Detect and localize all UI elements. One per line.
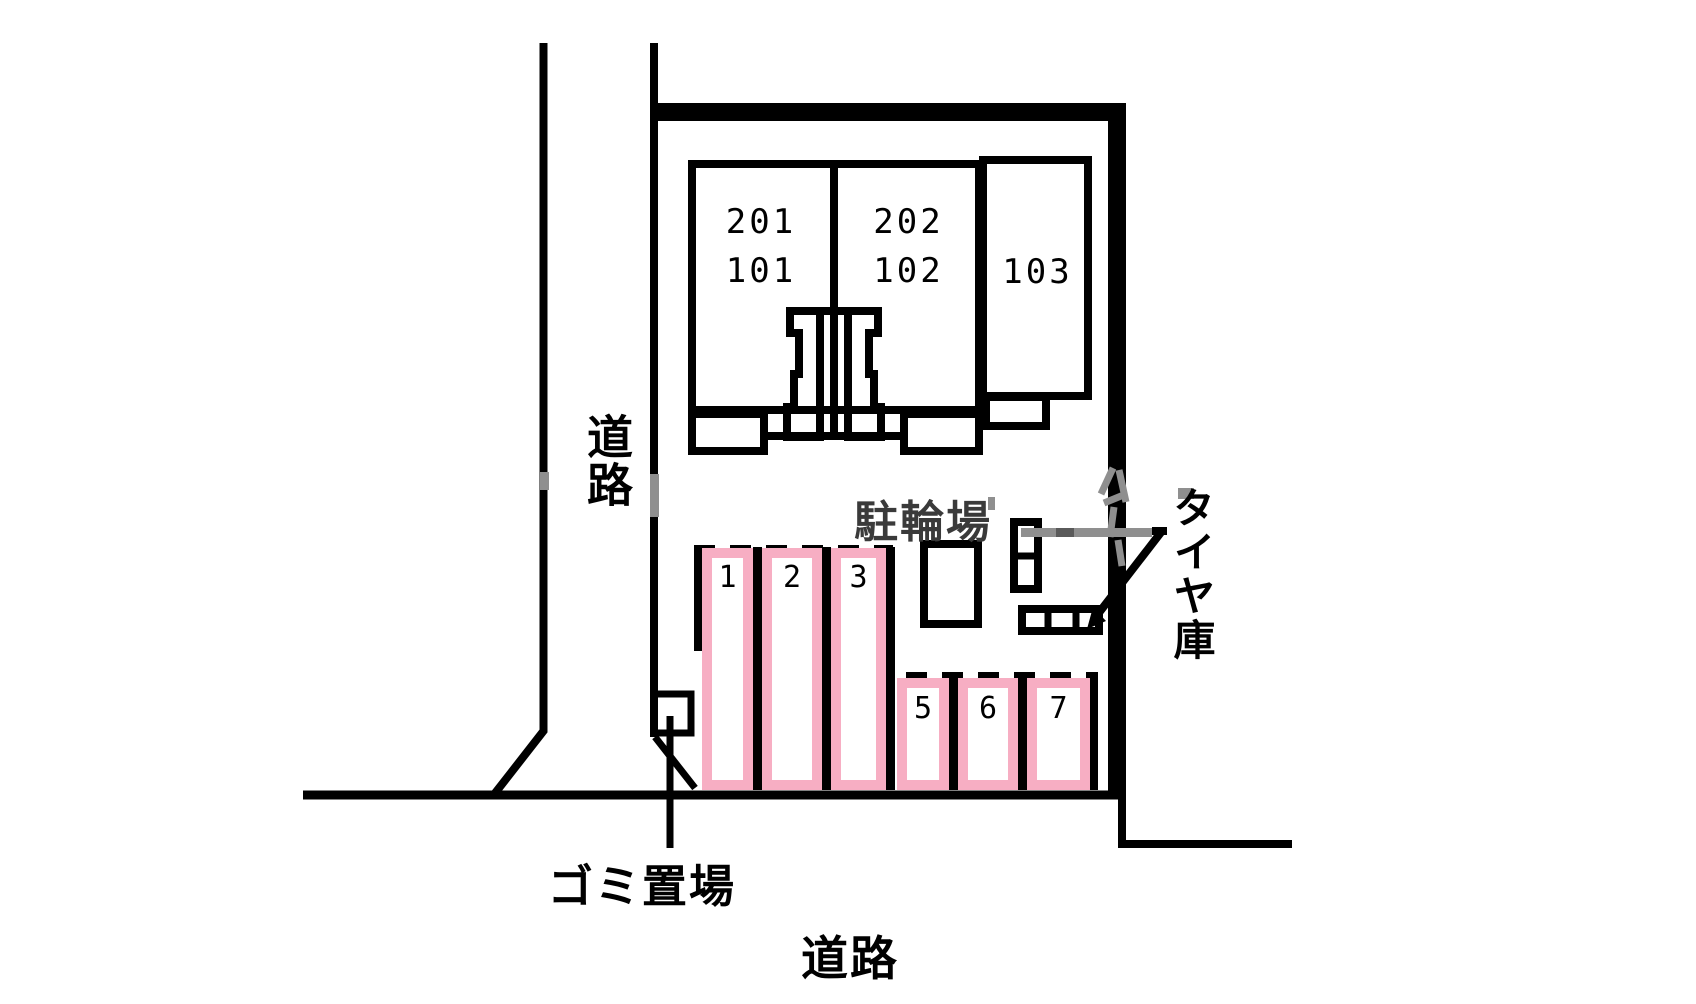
porch-103 [982, 393, 1050, 430]
garbage-structure [652, 690, 698, 848]
parking-space-1 [702, 548, 753, 790]
road-label-left: 道路 [581, 413, 633, 509]
road-label-bottom: 道路 [801, 932, 899, 985]
parking-space-5 [897, 678, 949, 790]
room-label-103: 103 [1002, 252, 1073, 292]
right-wall [1108, 103, 1126, 795]
parking-space-2 [762, 548, 822, 790]
yard-structures [920, 518, 1167, 635]
tire-leader-line [1094, 527, 1167, 617]
garbage-area-label: ゴミ置場 [548, 861, 737, 912]
parking-left-border [694, 547, 702, 651]
watermark-fragment [1178, 488, 1194, 499]
parking-divider-1-2 [753, 547, 762, 790]
watermark-fragment [988, 497, 995, 510]
porch-right [900, 410, 983, 455]
parking-divider-3-5 [886, 547, 895, 790]
left-road-line [488, 43, 548, 800]
road-boundary-lines [303, 43, 1292, 848]
parking-right-border [1090, 674, 1098, 790]
stair-left-column [783, 311, 824, 441]
stair-right-column [844, 311, 885, 441]
parking-divider-2-3 [822, 547, 831, 790]
parking-area [694, 545, 1098, 790]
building-outline [688, 156, 1092, 455]
watermark-fragment [1021, 528, 1152, 537]
parking-divider-5-6 [949, 674, 958, 790]
parking-space-number-1: 1 [718, 560, 737, 595]
watermark-fragment [540, 472, 549, 490]
bottom-right-boundary [1118, 795, 1292, 848]
parking-space-number-3: 3 [849, 560, 868, 595]
porch-left [688, 410, 768, 455]
top-wall [654, 103, 1126, 121]
parking-space-number-6: 6 [978, 691, 998, 726]
parking-space-number-2: 2 [782, 560, 802, 595]
parking-space-7 [1027, 678, 1090, 790]
watermark-fragment [650, 474, 659, 517]
parking-space-6 [958, 678, 1018, 790]
watermark-fragments [540, 466, 1194, 567]
tire-leader-arrowhead [1087, 607, 1106, 629]
parking-space-3 [831, 548, 886, 790]
garbage-diagonal [652, 734, 698, 791]
parking-divider-6-7 [1018, 674, 1027, 790]
bicycle-parking-label: 駐輪場 [854, 498, 992, 547]
tire-storage-label: タイヤ庫 [1168, 486, 1215, 662]
watermark-fragment [1056, 528, 1074, 537]
parking-space-number-7: 7 [1049, 691, 1068, 726]
site-walls [654, 103, 1126, 795]
parking-space-number-5: 5 [913, 691, 933, 726]
watermark-fragment [1097, 466, 1130, 567]
bicycle-parking-area [920, 540, 982, 628]
